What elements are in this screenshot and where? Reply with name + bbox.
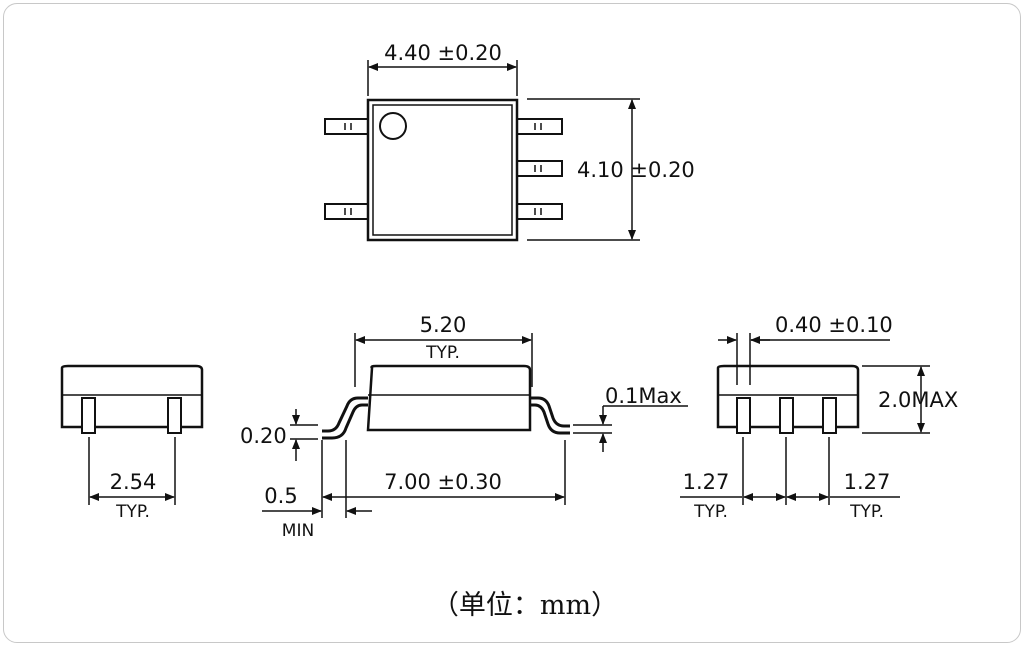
side-view: 5.20 TYP. 0.20 0.1Max 7.00 ±0.30 0.5 MIN	[240, 313, 688, 541]
top-height-label: 4.10 ±0.20	[577, 158, 695, 182]
lead-gullwing-right	[530, 396, 570, 428]
right-leads-top	[516, 118, 563, 220]
lead-right-3	[822, 397, 837, 434]
package-body-top	[366, 98, 519, 242]
lead-left-1	[81, 397, 96, 434]
height-max-label: 2.0MAX	[878, 388, 958, 412]
pin1-marker	[379, 112, 407, 140]
lead-min-label: 0.5	[264, 484, 297, 508]
top-width-label: 4.40 ±0.20	[384, 41, 502, 65]
standoff-label: 0.1Max	[605, 384, 682, 408]
left-view: 2.54 TYP.	[60, 364, 204, 522]
lead-min-note: MIN	[282, 521, 314, 541]
top-view: 4.40 ±0.20 4.10 ±0.20	[324, 41, 695, 242]
left-leads-top	[324, 118, 369, 220]
unit-caption: （单位：mm）	[432, 590, 618, 621]
pitch-right-label: 1.27	[844, 470, 891, 494]
pitch-left-note: TYP.	[693, 502, 728, 522]
body-width-note: TYP.	[425, 343, 460, 363]
lead-thickness-label: 0.20	[240, 424, 287, 448]
pitch-note: TYP.	[115, 502, 150, 522]
lead-right-2	[779, 397, 794, 434]
lead-left-2	[167, 397, 182, 434]
package-body-inner	[372, 104, 513, 236]
pitch-label: 2.54	[110, 470, 157, 494]
pitch-right-note: TYP.	[849, 502, 884, 522]
lead-right-1	[736, 397, 751, 434]
body-width-label: 5.20	[420, 313, 467, 337]
overall-length-label: 7.00 ±0.30	[384, 470, 502, 494]
lead-width-label: 0.40 ±0.10	[775, 313, 893, 337]
package-body-side	[366, 364, 532, 432]
lead-gullwing-left	[322, 396, 368, 433]
pitch-left-label: 1.27	[683, 470, 730, 494]
right-view: 0.40 ±0.10 2.0MAX 1.27 TYP. 1.27 TYP.	[680, 313, 958, 522]
